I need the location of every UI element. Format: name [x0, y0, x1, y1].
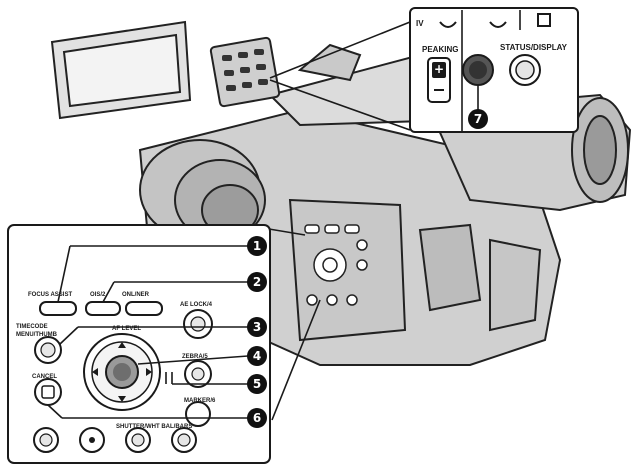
peaking-plus-button[interactable]	[432, 62, 446, 78]
badge-4-label: 4	[253, 349, 261, 363]
badge-4	[247, 346, 267, 366]
badge-6-label: 6	[253, 411, 261, 425]
ois-button[interactable]	[85, 301, 121, 316]
badge-5	[247, 374, 267, 394]
badge-5-label: 5	[253, 377, 261, 391]
arrow-right-icon[interactable]	[146, 368, 152, 376]
badge-1-label: 1	[253, 239, 261, 253]
badge-3-label: 3	[253, 320, 261, 334]
badge-7-label: 7	[474, 112, 482, 126]
label-peaking: PEAKING	[422, 45, 458, 54]
label-timecode: TIMECODE	[16, 324, 48, 330]
onliner-button[interactable]	[125, 301, 163, 316]
label-ae-lock: AE LOCK/4	[180, 302, 213, 308]
badge-3	[247, 317, 267, 337]
badge-7	[468, 109, 488, 129]
label-onliner: ONL/NER	[122, 292, 150, 298]
label-af-level: AF LEVEL	[112, 326, 141, 332]
leader-lines	[244, 21, 411, 421]
label-status-display: STATUS/DISPLAY	[500, 43, 568, 52]
label-marker: MARKER/6	[184, 398, 216, 404]
label-shutter-bars: SHUTTER/WHT BAL/BARS	[116, 424, 192, 430]
label-zebra: ZEBRA/5	[182, 354, 208, 360]
badges: 1 2 3 4 5 6	[247, 236, 267, 428]
badge-2-label: 2	[253, 275, 261, 289]
label-ois: OIS/2	[90, 292, 106, 298]
arrow-left-icon[interactable]	[92, 368, 98, 376]
marker-button[interactable]	[185, 401, 211, 427]
badge-2	[247, 272, 267, 292]
plus-icon: +	[434, 62, 444, 76]
label-focus-assist: FOCUS ASSIST	[28, 292, 72, 298]
arrow-up-icon[interactable]	[118, 342, 126, 348]
label-iv: IV	[416, 19, 424, 28]
square-icon	[41, 385, 55, 399]
top-inset: IV PEAKING + STATUS/DISPLAY 7	[409, 7, 579, 133]
focus-assist-button[interactable]	[39, 301, 77, 316]
label-menu-thumb: MENU/THUMB	[16, 332, 58, 338]
arrow-down-icon[interactable]	[118, 396, 126, 402]
main-inset: FOCUS ASSIST OIS/2 ONL/NER AE LOCK/4 TIM…	[7, 224, 271, 464]
label-cancel: CANCEL	[32, 374, 57, 380]
badge-1	[247, 236, 267, 256]
badge-6	[247, 408, 267, 428]
